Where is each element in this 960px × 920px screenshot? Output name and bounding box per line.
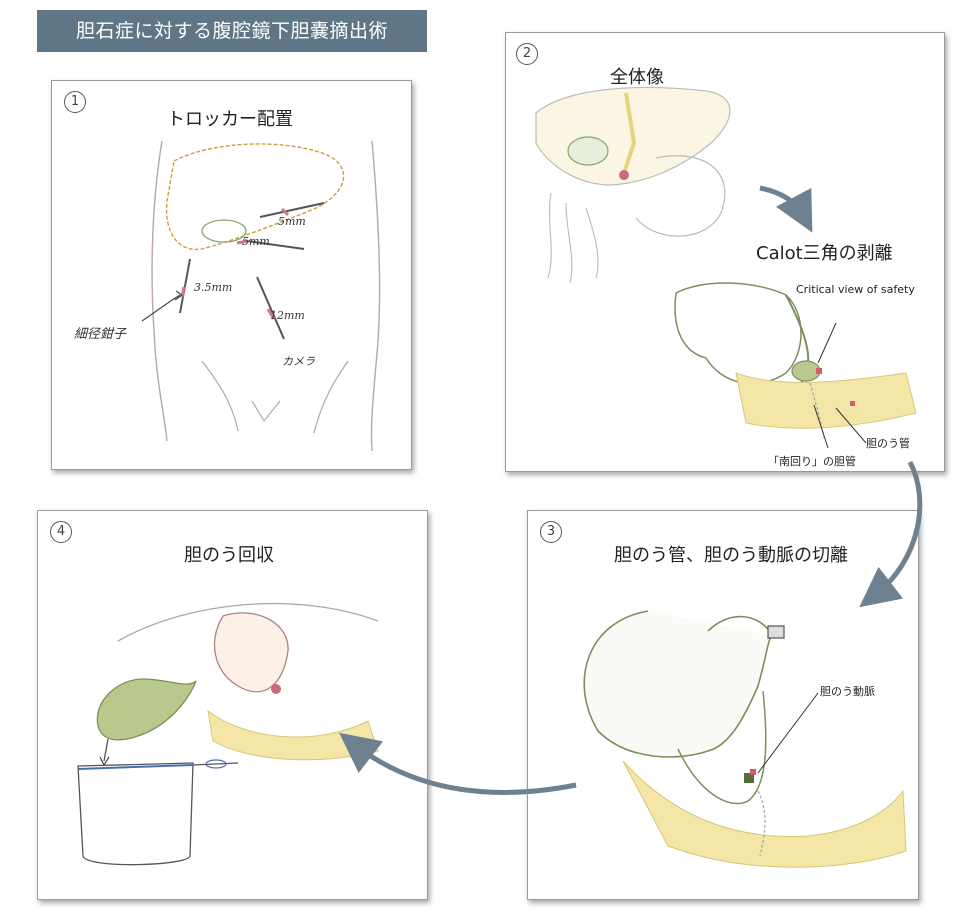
abdomen-trocar-sketch (52, 81, 411, 469)
gallbladder-retrieval-sketch (38, 511, 427, 899)
label-cystic-duct: 胆のう管 (866, 435, 910, 451)
label-critical-view-of-safety: Critical view of safety (796, 283, 915, 296)
label-south-route-bile-duct: 「南回り」の胆管 (768, 453, 856, 469)
label-cystic-artery: 胆のう動脈 (820, 683, 875, 699)
duct-artery-division-sketch (528, 511, 918, 899)
label-port-12mm: 12mm (270, 309, 305, 322)
label-small-forceps: 細径鉗子 (74, 323, 126, 342)
panel-trocar-placement: 1 トロッカー配置 5mm 5mm 3.5mm 12mm カメラ 細径鉗子 (51, 80, 412, 470)
page-title: 胆石症に対する腹腔鏡下胆嚢摘出術 (37, 10, 427, 52)
label-port-3-5mm: 3.5mm (194, 281, 232, 294)
label-port-5mm-lower: 5mm (242, 235, 270, 248)
calot-triangle-sketch (506, 33, 944, 471)
label-camera: カメラ (282, 353, 315, 369)
panel-overview-calot: 2 全体像 Calot三角の剥離 Critical view of safety… (505, 32, 945, 472)
label-port-5mm-upper: 5mm (278, 215, 306, 228)
panel-retrieval: 4 胆のう回収 (37, 510, 428, 900)
panel-division: 3 胆のう管、胆のう動脈の切離 胆のう動脈 (527, 510, 919, 900)
